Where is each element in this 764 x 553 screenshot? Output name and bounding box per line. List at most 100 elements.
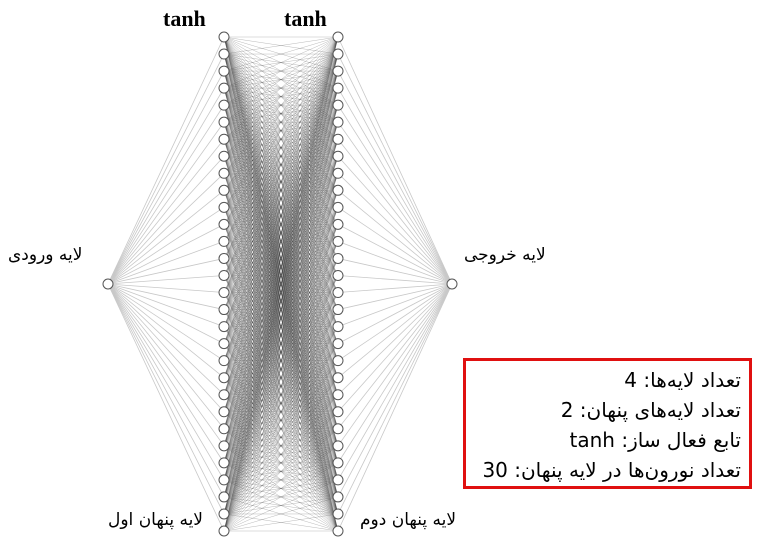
edge-hidden1-hidden2 [223, 70, 339, 344]
edge-hidden1-hidden2 [223, 445, 339, 481]
edge-hidden1-hidden2 [223, 275, 339, 327]
edge-hidden1-hidden2 [223, 70, 339, 395]
edge-hidden1-hidden2 [223, 292, 339, 515]
edge-hidden1-hidden2 [223, 88, 339, 532]
edge-hidden1-hidden2 [223, 292, 339, 361]
edge-hidden1-hidden2 [223, 207, 339, 463]
edge-hidden1-hidden2 [223, 105, 339, 463]
edge-hidden1-hidden2 [223, 496, 339, 532]
edge-hidden1-hidden2 [223, 88, 339, 344]
edge-hidden1-hidden2 [223, 258, 339, 515]
edge-hidden1-hidden2 [223, 360, 339, 378]
edge-hidden1-hidden2 [223, 138, 339, 208]
edge-hidden1-hidden2 [223, 445, 339, 464]
edge-hidden1-hidden2 [223, 309, 339, 532]
edge-hidden1-hidden2 [223, 53, 339, 225]
edge-input-hidden1 [107, 283, 225, 498]
edge-hidden1-hidden2 [223, 104, 339, 140]
edge-hidden1-hidden2 [223, 156, 339, 327]
edge-hidden1-hidden2 [223, 190, 339, 242]
edge-hidden1-hidden2 [223, 360, 339, 498]
edge-hidden1-hidden2 [223, 70, 339, 412]
edge-hidden1-hidden2 [223, 292, 339, 412]
edge-hidden1-hidden2 [223, 394, 339, 532]
edge-hidden1-hidden2 [223, 173, 339, 463]
edge-hidden1-hidden2 [223, 207, 339, 259]
edge-hidden1-hidden2 [223, 36, 339, 89]
edge-hidden1-hidden2 [223, 241, 339, 395]
edge-input-hidden1 [107, 36, 225, 285]
edge-hidden1-hidden2 [223, 88, 339, 446]
edge-hidden1-hidden2 [223, 139, 339, 361]
edge-hidden1-hidden2 [223, 156, 339, 429]
edge-hidden1-hidden2 [223, 87, 339, 276]
edge-hidden1-hidden2 [223, 377, 339, 481]
edge-hidden1-hidden2 [223, 104, 339, 259]
input-neuron [102, 278, 114, 290]
edge-hidden1-hidden2 [223, 53, 339, 208]
edge-hidden1-hidden2 [223, 88, 339, 480]
edge-hidden1-hidden2 [223, 53, 339, 327]
edge-hidden1-hidden2 [223, 428, 339, 464]
edge-hidden1-hidden2 [223, 156, 339, 395]
edge-hidden1-hidden2 [223, 122, 339, 310]
edge-hidden1-hidden2 [223, 224, 339, 378]
edge-hidden1-hidden2 [223, 53, 339, 361]
edge-hidden1-hidden2 [223, 53, 339, 174]
edge-hidden1-hidden2 [223, 224, 339, 378]
edge-hidden1-hidden2 [223, 53, 339, 532]
edge-hidden1-hidden2 [223, 121, 339, 140]
edge-hidden1-hidden2 [223, 224, 339, 293]
edge-hidden1-hidden2 [223, 53, 339, 463]
edge-hidden1-hidden2 [223, 309, 339, 446]
hidden2-neuron [332, 201, 344, 213]
edge-hidden1-hidden2 [223, 36, 339, 293]
edge-hidden1-hidden2 [223, 462, 339, 515]
edge-hidden1-hidden2 [223, 326, 339, 447]
edge-hidden1-hidden2 [223, 479, 339, 515]
edge-hidden1-hidden2 [223, 224, 339, 532]
edge-hidden1-hidden2 [223, 122, 339, 480]
edge-hidden1-hidden2 [223, 87, 339, 225]
edge-hidden1-hidden2 [223, 190, 339, 361]
edge-hidden1-hidden2 [223, 207, 339, 378]
edge-hidden1-hidden2 [223, 224, 339, 498]
edge-hidden1-hidden2 [223, 258, 339, 395]
edge-hidden1-hidden2 [223, 292, 339, 378]
edge-hidden1-hidden2 [223, 462, 339, 481]
output-layer-label: لایه خروجی [464, 245, 546, 265]
edge-hidden1-hidden2 [223, 53, 339, 497]
edge-hidden2-output [337, 283, 453, 378]
edge-hidden1-hidden2 [223, 87, 339, 310]
edge-hidden1-hidden2 [223, 156, 339, 276]
edge-hidden1-hidden2 [223, 139, 339, 242]
input-layer-label: لایه ورودی [8, 245, 83, 265]
hidden2-activation-label: tanh [284, 6, 327, 31]
edge-hidden1-hidden2 [223, 173, 339, 378]
edge-hidden1-hidden2 [223, 70, 339, 174]
edge-hidden1-hidden2 [223, 53, 339, 123]
edge-input-hidden1 [107, 283, 225, 515]
edge-hidden1-hidden2 [223, 241, 339, 259]
network-info-box: تعداد لایه‌ها: 4 تعداد لایه‌های پنهان: 2… [463, 358, 752, 489]
edge-hidden1-hidden2 [223, 104, 339, 242]
edge-hidden2-output [337, 36, 453, 285]
edge-hidden1-hidden2 [223, 428, 339, 532]
edge-hidden1-hidden2 [223, 241, 339, 259]
edge-hidden1-hidden2 [223, 87, 339, 123]
edge-hidden1-hidden2 [223, 445, 339, 498]
edge-hidden1-hidden2 [223, 343, 339, 395]
edge-hidden1-hidden2 [223, 360, 339, 447]
edge-hidden1-hidden2 [223, 156, 339, 361]
edge-hidden1-hidden2 [223, 190, 339, 480]
edge-hidden1-hidden2 [223, 139, 339, 378]
edge-hidden1-hidden2 [223, 445, 339, 464]
edge-hidden2-output [337, 87, 453, 285]
edge-hidden1-hidden2 [223, 207, 339, 498]
edge-hidden1-hidden2 [223, 70, 339, 106]
edge-hidden1-hidden2 [223, 156, 339, 208]
edge-input-hidden1 [107, 53, 225, 285]
edge-hidden1-hidden2 [223, 326, 339, 498]
edge-hidden1-hidden2 [223, 377, 339, 481]
hidden2-neuron [332, 269, 344, 281]
